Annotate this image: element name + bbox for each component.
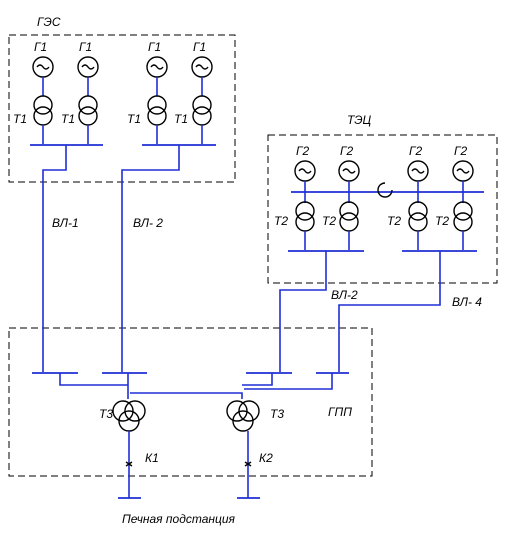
generator-label: Г2	[454, 144, 468, 158]
generator-label: Г1	[148, 40, 161, 54]
transformer-winding	[78, 106, 98, 126]
transformer-label: Т2	[274, 214, 288, 228]
transformer-winding	[78, 95, 98, 115]
hydro-plant-label: ГЭС	[37, 15, 61, 29]
transformer-winding	[192, 106, 212, 126]
line-label: ВЛ-2	[331, 288, 358, 302]
chp-unit-4	[452, 160, 474, 250]
ac-wave-icon	[81, 64, 95, 70]
transformer-label: Т1	[13, 112, 27, 126]
transformer-winding	[192, 95, 212, 115]
transformer-label: Т2	[322, 214, 336, 228]
transformer-winding	[33, 106, 53, 126]
bus1-feeder	[59, 373, 128, 386]
ac-wave-icon	[411, 168, 425, 174]
transformer-label: Т1	[127, 112, 141, 126]
transformer-label: Т3	[99, 407, 113, 421]
ac-wave-icon	[195, 64, 209, 70]
line-vl2-hydro	[121, 145, 180, 372]
breaker-label: К1	[145, 451, 159, 465]
transformer-winding	[295, 201, 315, 221]
tie-link	[130, 392, 243, 399]
transformer-winding	[147, 106, 167, 126]
transformer-label: Т3	[270, 407, 284, 421]
transformer-winding	[408, 201, 428, 221]
ac-wave-icon	[342, 168, 356, 174]
generator-label: Г2	[296, 144, 310, 158]
transformer-winding	[238, 400, 260, 422]
reactor-symbol	[377, 182, 393, 198]
hydro-unit-1	[32, 56, 54, 144]
main-substation-frame	[8, 327, 373, 477]
hydro-unit-4	[191, 56, 213, 144]
ac-wave-icon	[456, 168, 470, 174]
transformer-winding	[33, 95, 53, 115]
transformer-winding	[112, 400, 134, 422]
generator-label: Г2	[409, 144, 423, 158]
transformer-label: Т2	[435, 214, 449, 228]
line-vl4	[338, 251, 441, 372]
chp-plant-label: ТЭЦ	[347, 113, 372, 127]
main-substation-label: ГПП	[328, 405, 352, 419]
bus4-feeder	[244, 373, 333, 390]
line-label: ВЛ-1	[52, 216, 79, 230]
line-label: ВЛ- 4	[452, 295, 482, 309]
chp-unit-1	[294, 160, 316, 250]
ac-wave-icon	[150, 64, 164, 70]
line-vl1	[42, 145, 67, 372]
chp-unit-2	[338, 160, 360, 250]
transformer-winding	[226, 400, 248, 422]
generator-label: Г2	[340, 144, 354, 158]
line-label: ВЛ- 2	[133, 216, 163, 230]
main-transformer-1	[112, 400, 146, 432]
hydro-unit-2	[77, 56, 99, 144]
transformer-label: Т1	[174, 112, 188, 126]
transformer-winding	[453, 201, 473, 221]
breaker-label: К2	[259, 451, 273, 465]
generator-label: Г1	[34, 40, 47, 54]
ac-wave-icon	[298, 168, 312, 174]
transformer-winding	[147, 95, 167, 115]
bus3-feeder	[242, 373, 273, 386]
transformer-winding	[339, 212, 359, 232]
transformer-winding	[339, 201, 359, 221]
transformer-label: Т2	[387, 214, 401, 228]
generator-label: Г1	[79, 40, 92, 54]
transformer-winding	[232, 410, 254, 432]
transformer-winding	[408, 212, 428, 232]
transformer-winding	[295, 212, 315, 232]
chp-unit-3	[407, 160, 429, 250]
furnace-substation-label: Печная подстанция	[122, 512, 236, 526]
transformer-winding	[124, 400, 146, 422]
chp-plant-frame	[267, 134, 498, 284]
main-transformer-2	[226, 400, 260, 432]
line-vl2-chp	[279, 251, 327, 372]
transformer-winding	[453, 212, 473, 232]
hydro-unit-3	[146, 56, 168, 144]
transformer-label: Т1	[61, 112, 75, 126]
generator-label: Г1	[193, 40, 206, 54]
ac-wave-icon	[36, 64, 50, 70]
